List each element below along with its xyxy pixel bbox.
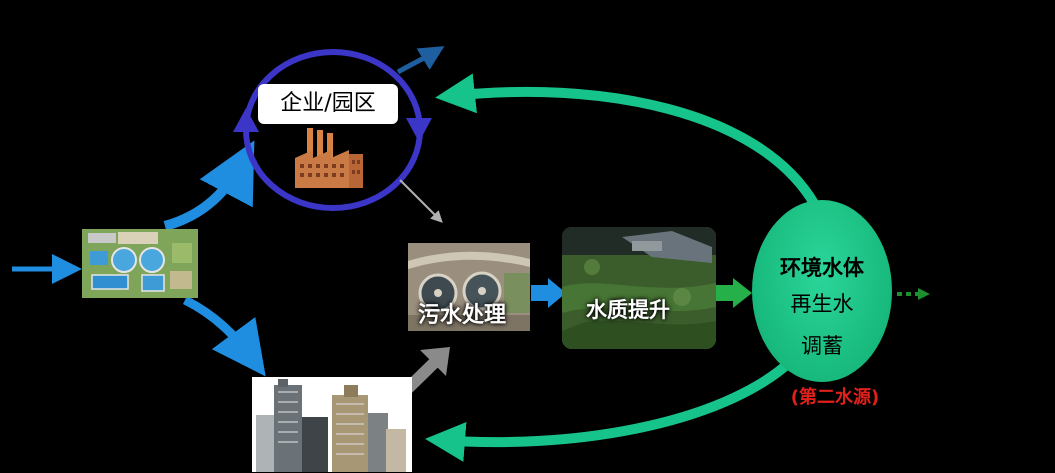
settling-tanks-icon [408, 243, 530, 331]
enterprise-park-label: 企业/园区 [258, 84, 398, 124]
city-buildings-icon [252, 377, 412, 472]
supply-to-enterprise-arrow [163, 140, 255, 231]
supply-to-city-arrow [182, 295, 266, 377]
treatment-to-quality-arrow [531, 278, 566, 308]
cycle-arrowhead-left [233, 108, 259, 132]
treatment-plant-aerial-icon [82, 229, 198, 298]
reuse-to-enterprise-arrow [435, 73, 820, 208]
outflow-arrowhead [918, 288, 930, 300]
wetland-icon [562, 227, 716, 349]
storage-regulation-label: 调蓄 [801, 334, 843, 358]
wastewater-treatment-node: 污水处理 [408, 243, 530, 331]
environment-water-title: 环境水体 [780, 256, 864, 280]
second-water-source-label: (第二水源) [790, 387, 880, 408]
supply-plant-aerial [82, 229, 198, 298]
wastewater-treatment-label: 污水处理 [418, 303, 507, 328]
factory-icon [295, 128, 363, 188]
reclaimed-water-label: 再生水 [790, 292, 854, 316]
enterprise-to-treatment-arrow [399, 179, 443, 223]
reuse-to-city-arrow [425, 358, 794, 462]
quality-to-environment-arrow [714, 278, 752, 308]
city-to-treatment-arrowhead [420, 347, 450, 376]
cycle-arrowhead-right [406, 118, 432, 142]
water-quality-upgrade-node: 水质提升 [562, 227, 716, 349]
environment-water-body-node [752, 200, 892, 382]
water-quality-upgrade-label: 水质提升 [586, 298, 670, 322]
enterprise-discharge-arrow [396, 46, 445, 75]
